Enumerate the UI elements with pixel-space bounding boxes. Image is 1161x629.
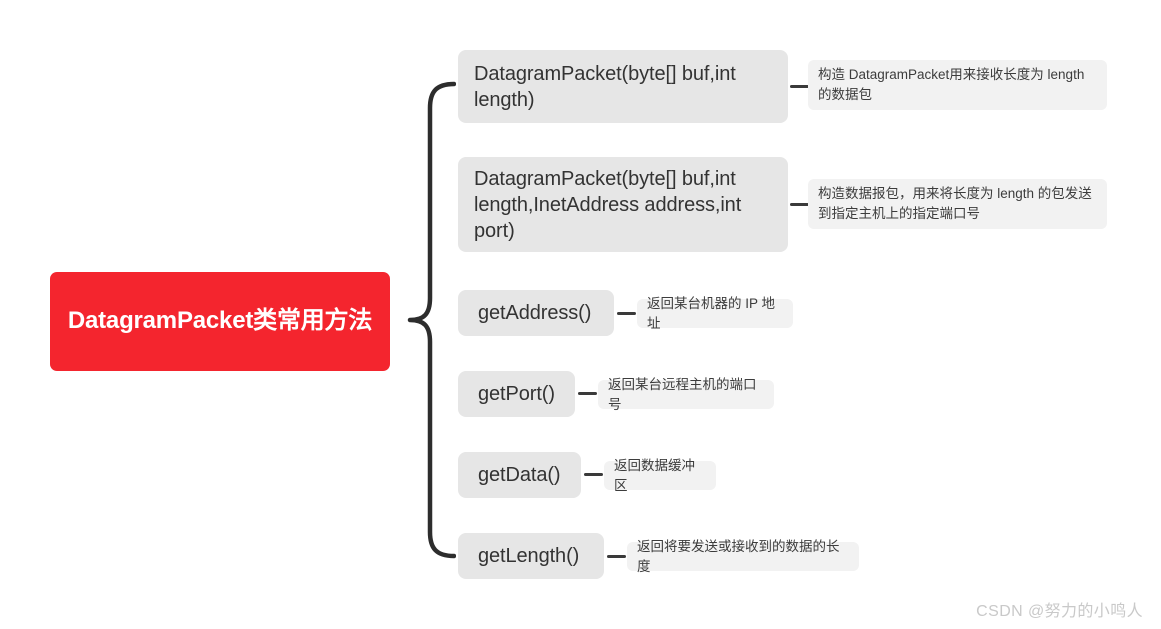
method-node-6[interactable]: getLength() [458,533,604,579]
method-node-6-label: getLength() [478,545,580,567]
method-node-3-label: getAddress() [478,302,592,324]
method-node-3[interactable]: getAddress() [458,290,614,336]
curly-brace-connector [407,81,456,559]
method-node-1-label: DatagramPacket(byte[] buf,int length) [474,62,736,111]
method-node-5-label: getData() [478,464,561,486]
method-node-2-label: DatagramPacket(byte[] buf,int length,Ine… [474,167,742,242]
connector-line-1 [790,85,809,88]
method-node-4-label: getPort() [478,383,555,405]
note-node-1-label: 构造 DatagramPacket用来接收长度为 length 的数据包 [818,67,1085,102]
note-node-5-label: 返回数据缓冲区 [614,457,695,493]
root-node[interactable]: DatagramPacket类常用方法 [50,272,390,371]
connector-line-2 [790,203,809,206]
note-node-3-label: 返回某台机器的 IP 地址 [647,295,776,331]
note-node-4[interactable]: 返回某台远程主机的端口号 [598,377,774,412]
method-node-4[interactable]: getPort() [458,371,575,417]
note-node-6[interactable]: 返回将要发送或接收到的数据的长度 [627,539,859,574]
csdn-watermark: CSDN @努力的小鸣人 [976,603,1143,620]
method-node-5[interactable]: getData() [458,452,581,498]
connector-line-5 [584,473,603,476]
connector-line-4 [578,392,597,395]
note-node-2-label: 构造数据报包，用来将长度为 length 的包发送到指定主机上的指定端口号 [818,186,1092,221]
root-node-label: DatagramPacket类常用方法 [67,307,373,335]
note-node-6-label: 返回将要发送或接收到的数据的长度 [637,538,840,574]
note-node-4-label: 返回某台远程主机的端口号 [608,376,757,412]
method-node-2[interactable]: DatagramPacket(byte[] buf,int length,Ine… [458,157,788,252]
connector-line-3 [617,312,636,315]
connector-line-6 [607,555,626,558]
note-node-2[interactable]: 构造数据报包，用来将长度为 length 的包发送到指定主机上的指定端口号 [808,179,1107,229]
note-node-3[interactable]: 返回某台机器的 IP 地址 [637,296,793,331]
method-node-1[interactable]: DatagramPacket(byte[] buf,int length) [458,50,788,123]
note-node-1[interactable]: 构造 DatagramPacket用来接收长度为 length 的数据包 [808,60,1107,110]
note-node-5[interactable]: 返回数据缓冲区 [604,458,716,493]
